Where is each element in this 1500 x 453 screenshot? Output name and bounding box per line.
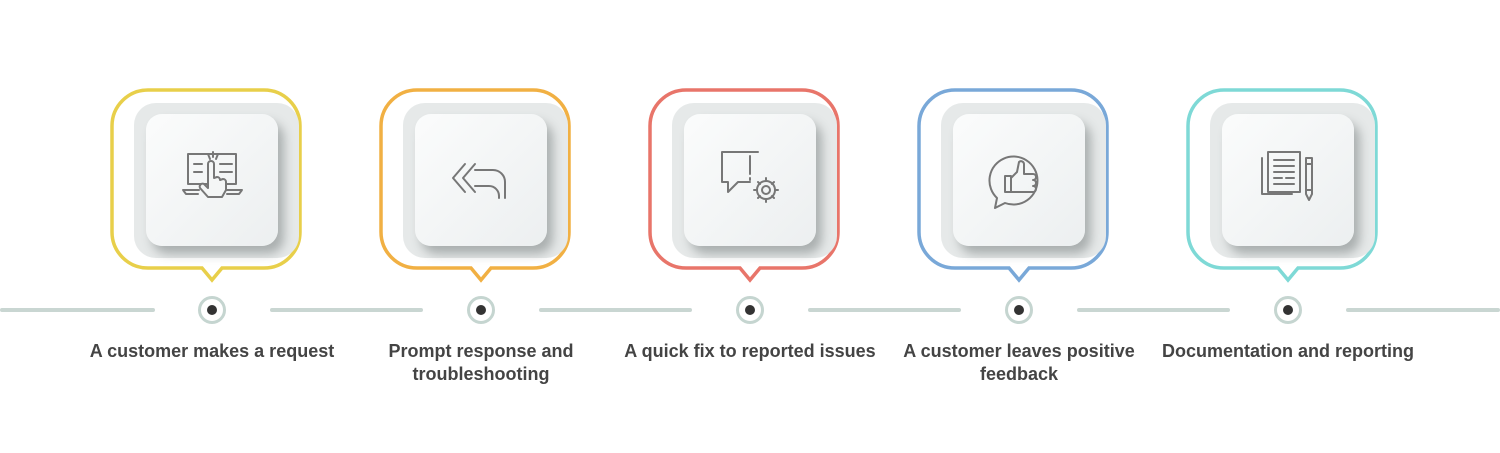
callout-bubble-outline [1186, 88, 1378, 283]
timeline-node [736, 296, 764, 324]
timeline-line [0, 308, 155, 312]
timeline-step: A customer makes a request [0, 0, 334, 453]
timeline-step: A customer leaves positive feedback [807, 0, 1135, 453]
thumbs-up-bubble-icon [988, 155, 1039, 209]
timeline-node [467, 296, 495, 324]
timeline-line [1077, 308, 1230, 312]
step-label: Prompt response and troubleshooting [388, 341, 574, 384]
callout-bubble-outline [917, 88, 1109, 283]
timeline-step: A quick fix to reported issues [538, 0, 876, 453]
touchscreen-hand-icon [182, 151, 243, 198]
timeline-node [1005, 296, 1033, 324]
timeline-line [1346, 308, 1500, 312]
callout-bubble-outline [110, 88, 302, 283]
timeline-step: Documentation and reporting [1076, 0, 1414, 453]
icon-card [146, 114, 278, 246]
step-label: A customer leaves positive feedback [903, 341, 1135, 384]
timeline-line [539, 308, 692, 312]
callout-bubble-outline [648, 88, 840, 283]
timeline-line [270, 308, 423, 312]
icon-card [1222, 114, 1354, 246]
step-label: Documentation and reporting [1162, 341, 1414, 361]
timeline-line [808, 308, 961, 312]
callout-bubble-outline [379, 88, 571, 283]
icon-card [684, 114, 816, 246]
timeline-step: Prompt response and troubleshooting [269, 0, 574, 453]
icon-card [415, 114, 547, 246]
step-label: A quick fix to reported issues [624, 341, 876, 361]
step-label: A customer makes a request [89, 341, 335, 361]
timeline-node [198, 296, 226, 324]
icon-card [953, 114, 1085, 246]
document-pencil-icon [1261, 151, 1313, 201]
timeline-node [1274, 296, 1302, 324]
chat-alert-gear-icon [721, 151, 779, 203]
reply-all-arrow-icon [452, 163, 506, 199]
